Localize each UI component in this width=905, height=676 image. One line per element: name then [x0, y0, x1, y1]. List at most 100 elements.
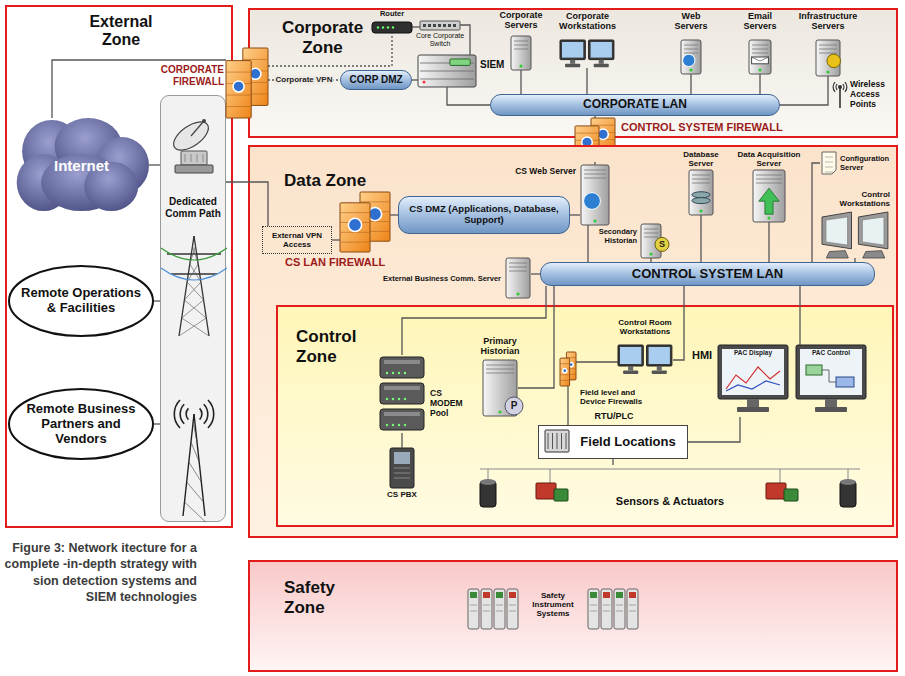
icon-part	[752, 45, 768, 46]
icon-part	[360, 201, 390, 202]
sensor-actuator-group: Sensors & Actuators	[470, 465, 870, 517]
server-icon-drawing	[640, 224, 662, 258]
icon-part	[649, 347, 670, 364]
icon-part	[753, 170, 785, 222]
icon-part	[506, 258, 530, 298]
icon-part	[193, 246, 199, 264]
icon-part	[394, 478, 410, 479]
icon-part	[404, 372, 406, 374]
icon-part	[836, 377, 854, 387]
node-label: Field level and Device Firewalls	[580, 388, 660, 406]
icon-part	[509, 611, 516, 612]
node-label: CONTROL SYSTEM LAN	[541, 267, 874, 282]
icon-part	[398, 372, 400, 374]
icon-part	[387, 26, 389, 28]
icon-part	[193, 422, 197, 442]
icon-part	[496, 592, 503, 598]
node-label: Web Servers	[666, 11, 716, 32]
wireless-ap-icon: Wireless Access Points	[833, 82, 847, 108]
icon-part	[480, 468, 860, 469]
icon-part	[443, 24, 446, 27]
icon-part	[839, 88, 841, 108]
sensor-actuator-group-drawing	[470, 465, 870, 517]
icon-part	[590, 592, 597, 598]
icon-part	[616, 605, 623, 606]
zone-title: External Zone	[76, 13, 166, 50]
icon-part	[185, 154, 186, 162]
icon-part	[187, 482, 204, 502]
icon-part	[496, 605, 503, 606]
siem-appliance-drawing	[418, 55, 476, 87]
icon-part	[822, 212, 852, 249]
icon-part	[468, 589, 479, 629]
icon-part	[511, 36, 531, 70]
icon-part	[514, 49, 528, 50]
node-label: Safety Instrument Systems	[523, 591, 583, 619]
zone-box: External VPN Access CS LAN FIREWALL CS DMZ…	[248, 145, 898, 538]
icon-part	[752, 49, 768, 50]
network-segment-band: CONTROL SYSTEM LAN	[540, 262, 875, 286]
icon-part	[825, 167, 833, 168]
icon-part	[202, 119, 206, 123]
icon-part	[838, 85, 842, 89]
icon-part	[420, 21, 460, 30]
node-label: CS LAN FIREWALL	[285, 256, 425, 269]
icon-part	[825, 399, 837, 407]
icon-part	[404, 424, 406, 426]
pbx-icon: CS PBX	[388, 448, 416, 488]
icon-part	[348, 218, 361, 231]
config-server-icon-drawing	[820, 150, 838, 176]
icon-part	[486, 373, 514, 374]
icon-part	[747, 399, 759, 407]
icon-part	[392, 372, 394, 374]
icon-part	[863, 251, 885, 258]
network-segment-band: CS DMZ (Applications, Database, Support)	[398, 196, 570, 234]
icon-part	[392, 26, 394, 28]
icon-part	[806, 365, 822, 375]
icon-part	[584, 178, 606, 179]
node-label: CONTROL SYSTEM FIREWALL	[621, 121, 821, 134]
workstation-icon: Control Workstations	[820, 212, 890, 258]
icon-part	[174, 400, 180, 428]
icon-part	[394, 452, 410, 464]
node-label: Field Locations	[539, 435, 687, 450]
icon-part	[181, 151, 207, 165]
icon-part	[380, 409, 424, 430]
icon-part	[420, 79, 474, 80]
icon-part	[683, 54, 695, 66]
icon-part	[438, 24, 441, 27]
icon-part	[557, 433, 558, 449]
zone-title: Safety Zone	[284, 578, 354, 617]
icon-part	[384, 360, 420, 364]
icon-part	[185, 502, 206, 522]
vpn-access-box: External VPN Access	[262, 226, 332, 254]
server-icon: Secondary Historian	[640, 224, 662, 258]
icon-part	[629, 592, 636, 598]
icon-part	[180, 404, 184, 424]
node-label: External VPN Access	[263, 231, 331, 249]
icon-part	[652, 371, 667, 375]
icon-part	[182, 318, 209, 336]
icon-part	[552, 433, 553, 449]
screen-label: PAC Display	[722, 349, 784, 356]
icon-part	[845, 82, 847, 92]
icon-part	[644, 229, 658, 230]
node-label: Corporate Workstations	[552, 11, 623, 32]
icon-part	[450, 59, 470, 65]
node-label: CORPORATE LAN	[491, 98, 779, 112]
icon-part	[428, 24, 431, 27]
icon-part	[498, 410, 501, 413]
icon-part	[616, 611, 623, 612]
icon-part	[689, 170, 713, 215]
node-label: Core Corporate Switch	[414, 32, 466, 48]
icon-part	[588, 589, 599, 629]
icon-part	[614, 589, 625, 629]
icon-part	[226, 95, 251, 96]
icon-part	[591, 42, 612, 58]
icon-part	[560, 380, 570, 381]
icon-part	[756, 179, 782, 180]
internet-cloud: Internet	[14, 118, 149, 213]
icon-part	[603, 592, 610, 598]
icon-part	[584, 193, 601, 210]
zone-title: Corporate Zone	[280, 18, 365, 57]
